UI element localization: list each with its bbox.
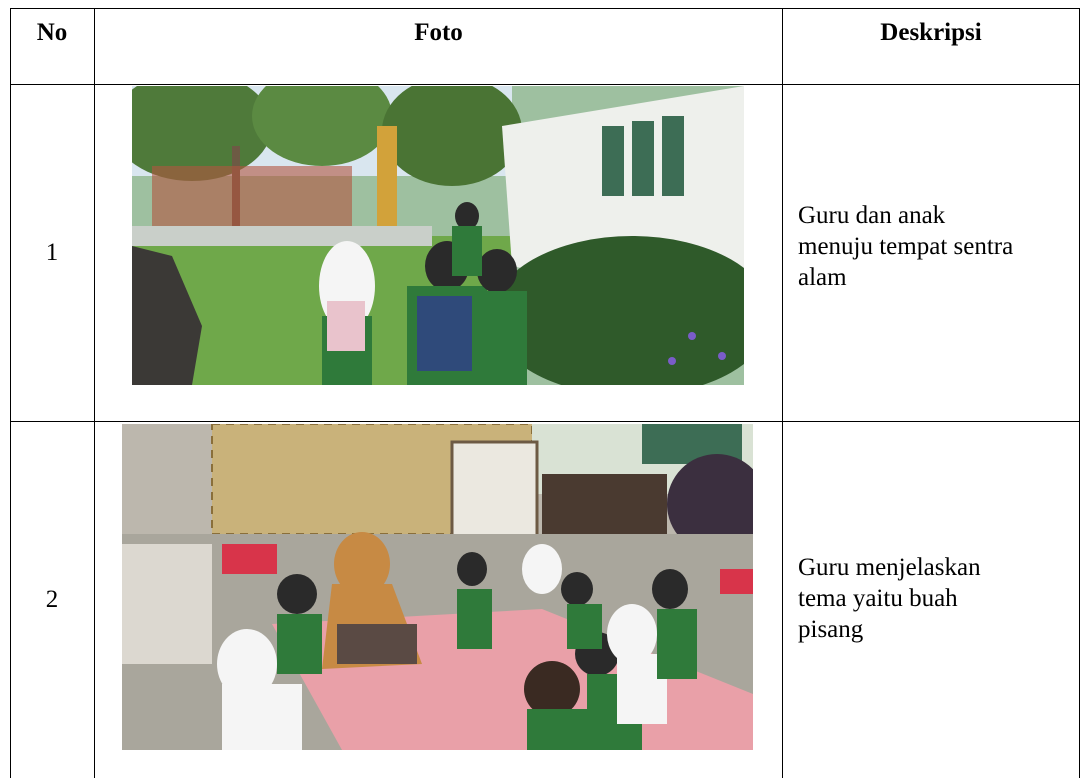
header-deskripsi: Deskripsi xyxy=(880,19,982,46)
row-divider xyxy=(10,421,1080,422)
header-no: No xyxy=(36,19,68,46)
table-border-left xyxy=(10,8,11,778)
row-1-description-line-3: alam xyxy=(798,264,847,291)
row-2-description: Guru menjelaskan tema yaitu buah pisang xyxy=(798,552,1078,645)
row-1-description: Guru dan anak menuju tempat sentra alam xyxy=(798,200,1078,293)
photo-teacher-explaining-icon xyxy=(122,424,753,750)
table-border-top xyxy=(10,8,1080,9)
row-2-number: 2 xyxy=(45,586,59,613)
row-2-description-line-3: pisang xyxy=(798,616,864,643)
row-1-description-line-1: Guru dan anak xyxy=(798,202,946,229)
documentation-table: No Foto Deskripsi 1 xyxy=(10,8,1080,778)
row-2-description-line-1: Guru menjelaskan xyxy=(798,554,981,581)
header-foto: Foto xyxy=(414,19,463,46)
column-divider-no xyxy=(94,8,95,778)
row-2-description-line-2: tema yaitu buah xyxy=(798,585,958,612)
row-1-number: 1 xyxy=(45,239,59,266)
header-divider xyxy=(10,84,1080,85)
column-divider-foto xyxy=(782,8,783,778)
table-border-right xyxy=(1079,8,1080,778)
row-1-description-line-2: menuju tempat sentra xyxy=(798,233,1014,260)
photo-children-walking-icon xyxy=(132,86,744,385)
